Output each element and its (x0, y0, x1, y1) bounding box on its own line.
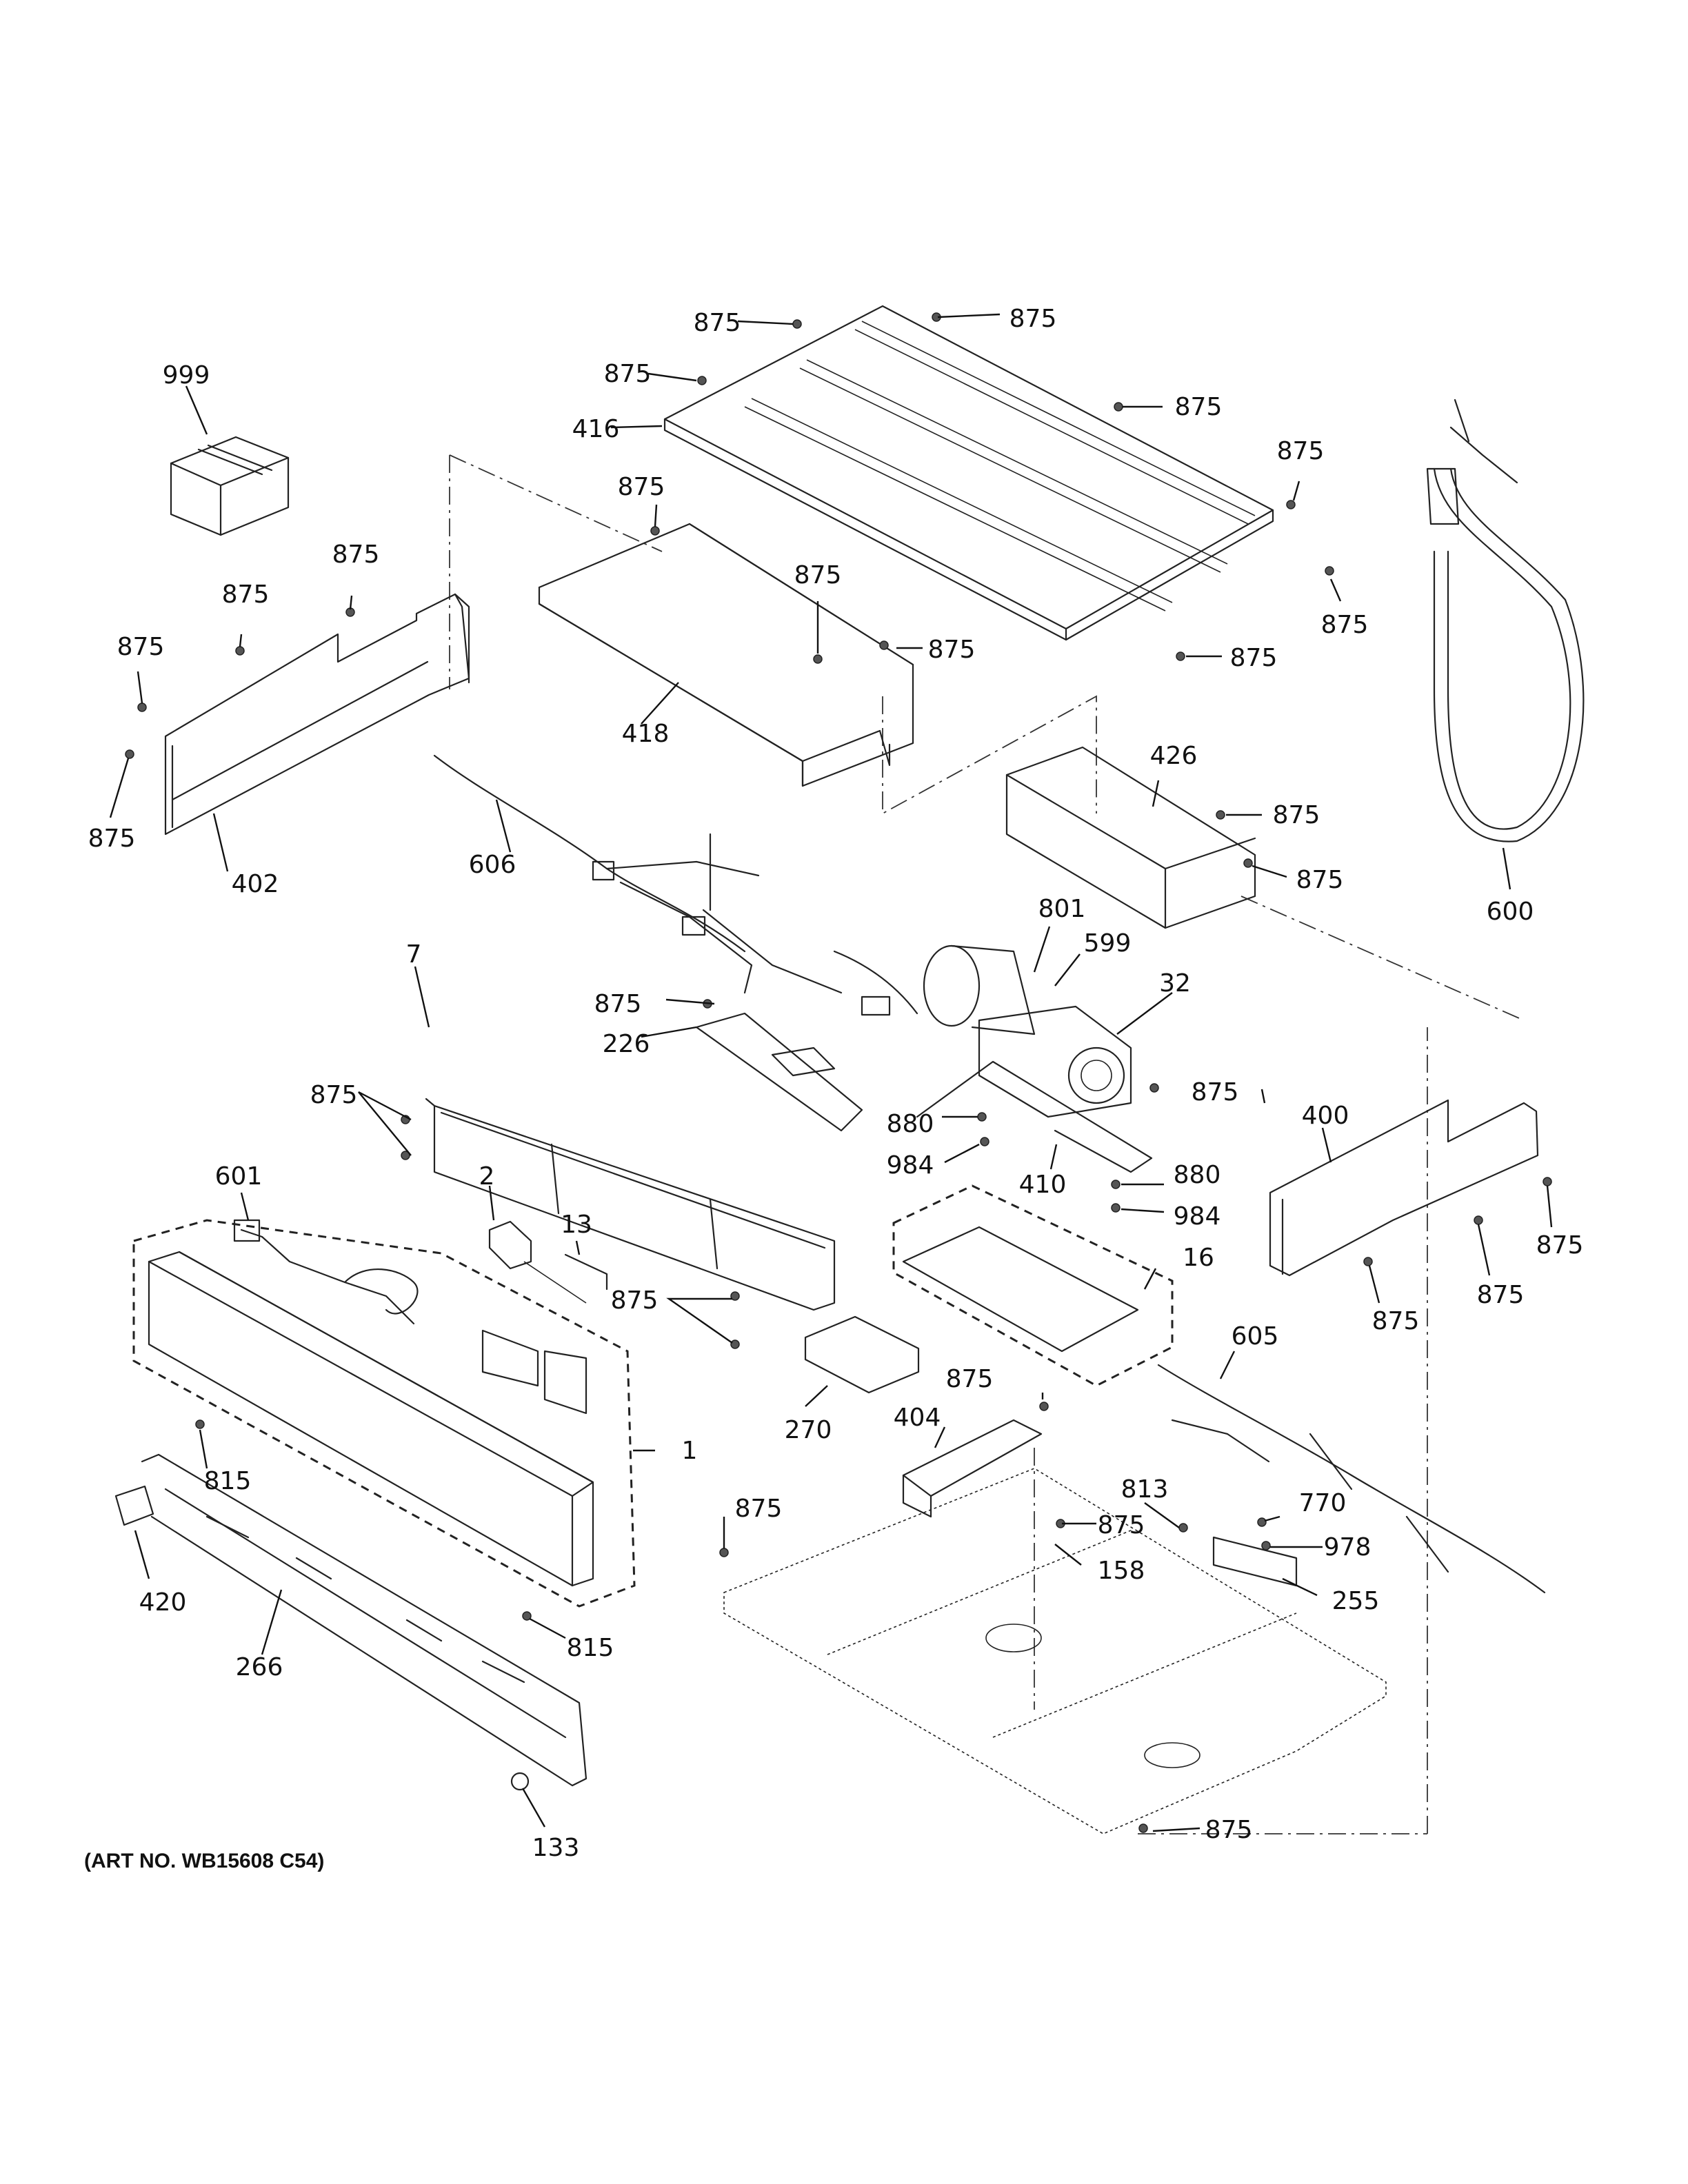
callout-255: 255 (1332, 1587, 1380, 1615)
callout-400: 400 (1302, 1102, 1349, 1130)
callout-606: 606 (469, 851, 516, 879)
callout-418: 418 (622, 720, 670, 748)
callout-410: 410 (1019, 1171, 1067, 1199)
callout-7: 7 (406, 940, 422, 969)
callout-815: 815 (567, 1634, 614, 1662)
blower-32 (916, 944, 1153, 1173)
callout-875: 875 (694, 309, 741, 337)
callout-402: 402 (232, 870, 279, 898)
sensor-2 (488, 1220, 587, 1304)
callout-875: 875 (1098, 1511, 1145, 1539)
board-270 (804, 1315, 920, 1394)
hose-600 (1426, 398, 1585, 842)
callout-880: 880 (1174, 1161, 1221, 1189)
callout-999: 999 (163, 361, 210, 390)
callout-875: 875 (1296, 866, 1344, 894)
callout-13: 13 (561, 1211, 592, 1239)
plate-226 (695, 1012, 863, 1132)
side-panel-402 (164, 593, 470, 836)
art-number: (ART NO. WB15608 C54) (84, 1850, 325, 1872)
control-panel-1 (132, 1219, 636, 1608)
callout-605: 605 (1232, 1322, 1279, 1351)
callout-601: 601 (215, 1162, 263, 1191)
top-panel-416 (663, 305, 1274, 641)
plug-133 (510, 1772, 530, 1791)
trim-266 (141, 1453, 587, 1787)
callout-984: 984 (887, 1151, 934, 1180)
bracket-7 (425, 1098, 836, 1311)
callout-2: 2 (479, 1162, 495, 1191)
callout-226: 226 (603, 1030, 650, 1058)
callout-875: 875 (1321, 611, 1369, 639)
callout-416: 416 (572, 415, 620, 443)
callout-875: 875 (332, 540, 380, 569)
callout-426: 426 (1150, 742, 1198, 770)
callout-875: 875 (1205, 1816, 1253, 1844)
callout-875: 875 (1477, 1281, 1525, 1309)
side-panel-400 (1269, 1099, 1539, 1277)
callout-875: 875 (928, 636, 976, 664)
callout-875: 875 (222, 580, 270, 609)
part-13 (564, 1253, 608, 1291)
callout-600: 600 (1487, 898, 1534, 926)
callout-875: 875 (1273, 801, 1320, 829)
callout-420: 420 (139, 1588, 187, 1617)
callout-32: 32 (1159, 969, 1191, 998)
harness-606 (433, 754, 918, 1016)
callout-158: 158 (1098, 1557, 1145, 1585)
shield-418 (538, 523, 914, 787)
callout-875: 875 (594, 990, 642, 1018)
callout-875: 875 (1230, 644, 1278, 672)
carton-999 (170, 436, 290, 536)
callout-875: 875 (1372, 1307, 1420, 1335)
callout-880: 880 (887, 1110, 934, 1138)
callout-404: 404 (894, 1404, 941, 1432)
callout-270: 270 (785, 1416, 832, 1444)
callout-875: 875 (1536, 1231, 1584, 1260)
callout-875: 875 (1277, 437, 1325, 465)
callout-984: 984 (1174, 1202, 1221, 1231)
callout-875: 875 (611, 1286, 659, 1315)
callout-875: 875 (735, 1495, 783, 1523)
base-pan (723, 1468, 1387, 1834)
callout-815: 815 (204, 1467, 252, 1495)
callout-875: 875 (310, 1081, 358, 1109)
terminal-block-255 (1212, 1536, 1298, 1587)
callout-875: 875 (604, 360, 652, 388)
callout-labels: 999 875 875 875 416 875 875 875 875 875 875 875 875 8… (88, 305, 1584, 1862)
callout-16: 16 (1183, 1244, 1214, 1272)
leader-lines (109, 313, 1553, 1832)
callout-875: 875 (946, 1365, 994, 1393)
callout-875: 875 (794, 561, 842, 589)
callout-133: 133 (532, 1834, 580, 1862)
callout-875: 875 (117, 633, 165, 661)
callout-875: 875 (1009, 305, 1057, 333)
bracket-404 (902, 1419, 1043, 1518)
callout-978: 978 (1324, 1533, 1372, 1561)
callout-801: 801 (1038, 895, 1086, 923)
box-426 (1005, 746, 1256, 929)
harness-601 (233, 1219, 419, 1325)
callout-813: 813 (1121, 1475, 1169, 1504)
callout-770: 770 (1299, 1489, 1347, 1517)
callout-599: 599 (1084, 929, 1132, 958)
board-16 (892, 1184, 1174, 1387)
callout-1: 1 (682, 1437, 698, 1465)
harness-605 (1157, 1364, 1546, 1594)
callout-875: 875 (1192, 1078, 1239, 1106)
phantom-lines (449, 454, 1525, 1834)
bracket-420 (114, 1485, 154, 1526)
callout-266: 266 (236, 1653, 283, 1681)
callout-875: 875 (88, 825, 136, 853)
callout-875: 875 (1175, 393, 1223, 421)
callout-875: 875 (618, 473, 665, 501)
